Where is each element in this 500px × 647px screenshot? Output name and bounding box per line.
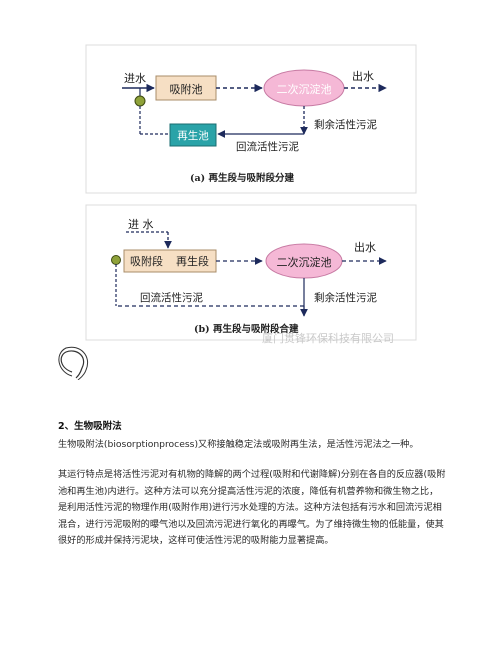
- inflow-label: 进水: [124, 72, 146, 85]
- watermark: 厦门贯锋环保科技有限公司: [262, 331, 394, 345]
- diagram-b: 进 水 吸附段 再生段 二次沉淀池 出水 回流活性污泥 剩余活性污泥 (b) 再…: [85, 204, 417, 345]
- outflow-label-b: 出水: [354, 240, 376, 254]
- secondary-clarifier-label: 二次沉淀池: [277, 82, 332, 96]
- section-title: 2、生物吸附法: [58, 421, 122, 432]
- excess-sludge-label: 剩余活性污泥: [314, 118, 377, 131]
- paragraph-intro: 生物吸附法(biosorptionprocess)又称接触稳定法或吸附再生法，是…: [58, 439, 419, 450]
- adsorption-tank-label: 吸附池: [170, 82, 203, 96]
- valve-icon: [134, 95, 146, 107]
- outflow-label: 出水: [352, 69, 374, 83]
- excess-sludge-label-b: 剩余活性污泥: [314, 291, 377, 304]
- regeneration-tank: [169, 123, 217, 147]
- inflow-label-b: 进 水: [128, 218, 154, 231]
- process-diagrams: 进水 吸附池 二次沉淀池 出水 再生池 剩余活性污泥 回流活性污泥 (a) 再生…: [58, 44, 417, 380]
- secondary-clarifier-b-label: 二次沉淀池: [277, 255, 332, 269]
- paragraph-operation: 其运行特点是将活性污泥对有机物的降解的两个过程(吸附和代谢降解)分别在各自的反应…: [58, 469, 446, 546]
- diagram-a: 进水 吸附池 二次沉淀池 出水 再生池 剩余活性污泥 回流活性污泥 (a) 再生…: [85, 44, 417, 194]
- diagram-a-caption: (a) 再生段与吸附段分建: [190, 172, 294, 184]
- adsorption-tank: [155, 75, 217, 101]
- diagram-b-caption: (b) 再生段与吸附段合建: [194, 323, 299, 335]
- valve-icon-b: [111, 255, 121, 265]
- diagram-a-frame: [85, 44, 417, 194]
- diagram-svg: 进水 吸附池 二次沉淀池 出水 再生池 剩余活性污泥 回流活性污泥 (a) 再生…: [58, 44, 417, 380]
- pipe-loop-icon: [58, 346, 88, 380]
- return-sludge-label-b: 回流活性污泥: [140, 291, 203, 304]
- regeneration-tank-label: 再生池: [177, 129, 209, 142]
- regeneration-section-label: 再生段: [176, 254, 209, 268]
- return-sludge-label: 回流活性污泥: [236, 140, 299, 153]
- diagram-b-frame: [85, 204, 417, 341]
- adsorption-section-label: 吸附段: [130, 254, 163, 268]
